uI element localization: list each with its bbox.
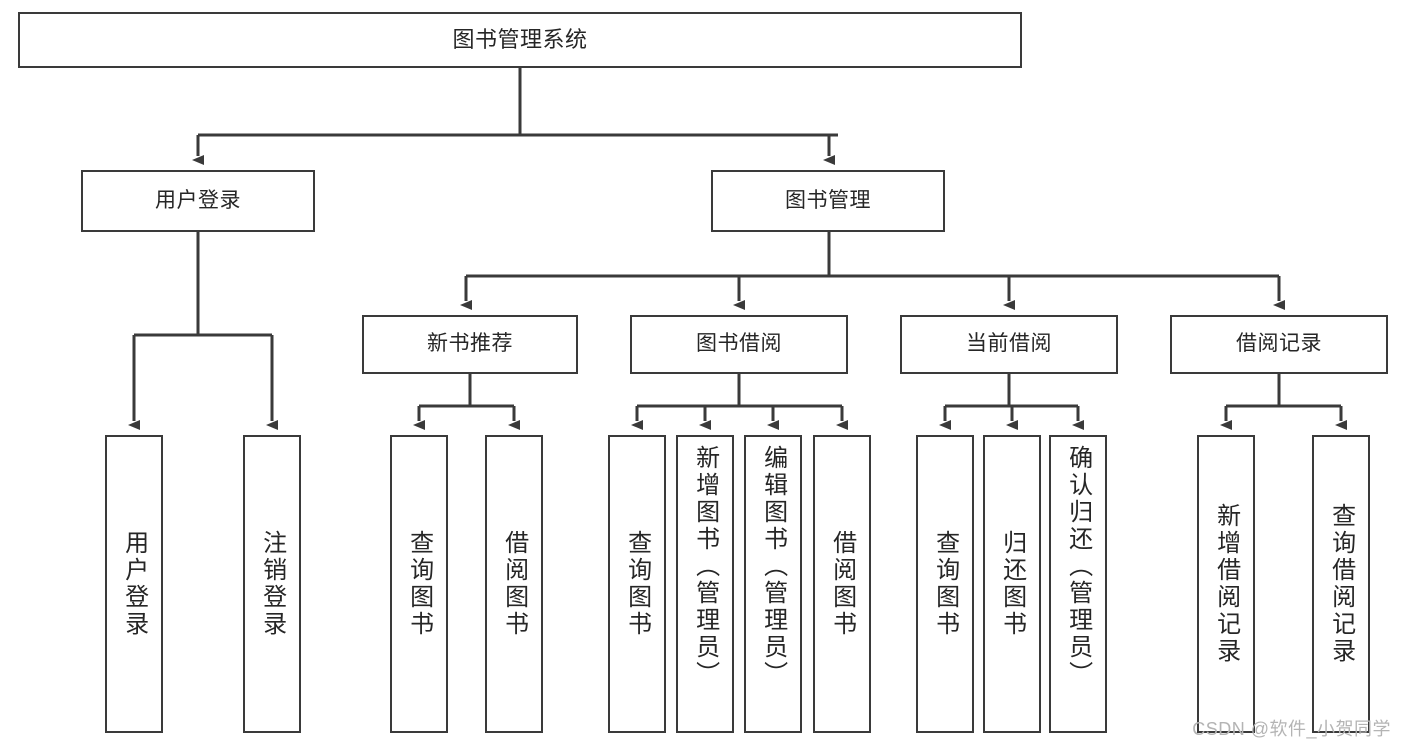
watermark-text: CSDN @软件_小贺同学 <box>1192 719 1391 739</box>
leaf-book-borrow-query-book[interactable]: 查询图书 <box>608 435 666 733</box>
leaf-borrow-records-query-record[interactable]: 查询借阅记录 <box>1312 435 1370 733</box>
node-new-book-recommend[interactable]: 新书推荐 <box>362 315 578 374</box>
node-current-borrow[interactable]: 当前借阅 <box>900 315 1118 374</box>
node-borrow-records[interactable]: 借阅记录 <box>1170 315 1388 374</box>
node-label: 借阅图书 <box>828 530 856 638</box>
node-label: 新增图书（管理员） <box>691 445 719 688</box>
node-book-borrow[interactable]: 图书借阅 <box>630 315 848 374</box>
node-label: 新增借阅记录 <box>1212 503 1240 665</box>
leaf-book-borrow-edit-book[interactable]: 编辑图书（管理员） <box>744 435 802 733</box>
leaf-current-borrow-confirm-return[interactable]: 确认归还（管理员） <box>1049 435 1107 733</box>
node-label: 查询借阅记录 <box>1327 503 1355 665</box>
node-root-system[interactable]: 图书管理系统 <box>18 12 1022 68</box>
node-label: 当前借阅 <box>966 332 1052 356</box>
leaf-user-login-logout[interactable]: 注销登录 <box>243 435 301 733</box>
node-label: 注销登录 <box>258 530 286 638</box>
node-label: 图书管理系统 <box>452 27 588 53</box>
node-label: 图书借阅 <box>696 332 782 356</box>
node-label: 编辑图书（管理员） <box>759 445 787 688</box>
leaf-book-borrow-borrow-book[interactable]: 借阅图书 <box>813 435 871 733</box>
node-label: 查询图书 <box>405 530 433 638</box>
node-book-management[interactable]: 图书管理 <box>711 170 945 232</box>
node-label: 借阅图书 <box>500 530 528 638</box>
node-label: 确认归还（管理员） <box>1064 445 1092 688</box>
leaf-current-borrow-query-book[interactable]: 查询图书 <box>916 435 974 733</box>
node-label: 图书管理 <box>785 188 871 212</box>
node-label: 归还图书 <box>998 530 1026 638</box>
leaf-book-borrow-add-book[interactable]: 新增图书（管理员） <box>676 435 734 733</box>
node-label: 借阅记录 <box>1236 332 1322 356</box>
leaf-new-book-query-book[interactable]: 查询图书 <box>390 435 448 733</box>
leaf-user-login-login[interactable]: 用户登录 <box>105 435 163 733</box>
leaf-borrow-records-add-record[interactable]: 新增借阅记录 <box>1197 435 1255 733</box>
node-label: 查询图书 <box>931 530 959 638</box>
leaf-new-book-borrow-book[interactable]: 借阅图书 <box>485 435 543 733</box>
leaf-current-borrow-return-book[interactable]: 归还图书 <box>983 435 1041 733</box>
node-label: 新书推荐 <box>427 332 513 356</box>
node-label: 用户登录 <box>155 188 241 212</box>
node-label: 用户登录 <box>120 530 148 638</box>
node-user-login[interactable]: 用户登录 <box>81 170 315 232</box>
node-label: 查询图书 <box>623 530 651 638</box>
